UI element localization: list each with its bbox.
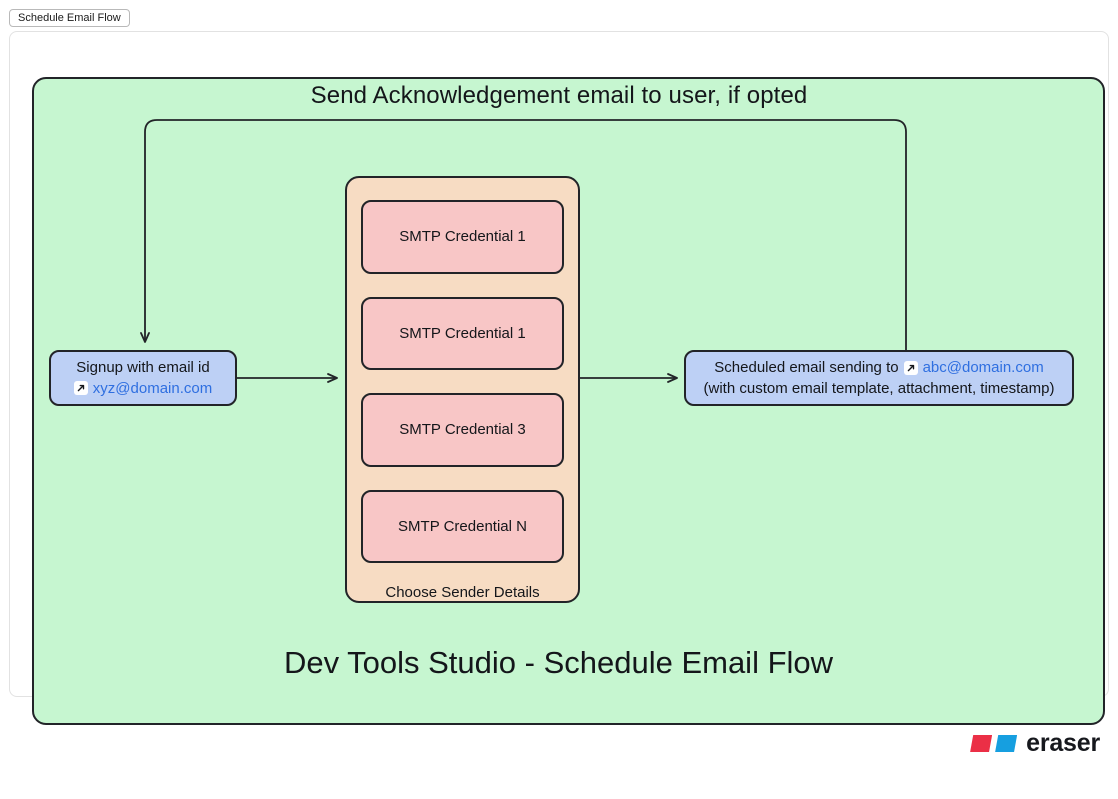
eraser-logo-red-shape bbox=[970, 735, 993, 752]
external-link-icon bbox=[903, 360, 918, 375]
credential-box[interactable]: SMTP Credential N bbox=[361, 489, 564, 563]
scheduled-email-link[interactable]: abc@domain.com bbox=[922, 358, 1044, 376]
diagram-title: Dev Tools Studio - Schedule Email Flow bbox=[283, 645, 834, 680]
credential-box[interactable]: SMTP Credential 1 bbox=[361, 200, 564, 274]
node-scheduled-subtitle: (with custom email template, attachment,… bbox=[703, 379, 1055, 397]
node-signup-with-email[interactable]: Signup with email id xyz@domain.com bbox=[49, 350, 237, 406]
node-scheduled-title: Scheduled email sending to bbox=[714, 358, 899, 376]
eraser-watermark: eraser bbox=[970, 729, 1100, 758]
tab-schedule-email-flow[interactable]: Schedule Email Flow bbox=[9, 9, 130, 27]
node-signup-link-row[interactable]: xyz@domain.com bbox=[73, 379, 213, 399]
node-scheduled-email-sending[interactable]: Scheduled email sending to abc@domain.co… bbox=[684, 350, 1074, 406]
node-signup-title: Signup with email id bbox=[76, 358, 210, 376]
eraser-logo-blue-shape bbox=[995, 735, 1018, 752]
edge-label-acknowledgement: Send Acknowledgement email to user, if o… bbox=[310, 82, 808, 109]
credential-box[interactable]: SMTP Credential 3 bbox=[361, 393, 564, 467]
group-choose-sender-details: SMTP Credential 1 SMTP Credential 1 SMTP… bbox=[345, 176, 580, 603]
node-scheduled-title-row: Scheduled email sending to abc@domain.co… bbox=[714, 358, 1043, 378]
credential-box[interactable]: SMTP Credential 1 bbox=[361, 296, 564, 370]
tab-label: Schedule Email Flow bbox=[18, 11, 121, 24]
external-link-icon bbox=[73, 381, 88, 396]
signup-email-link[interactable]: xyz@domain.com bbox=[92, 379, 213, 397]
eraser-logo-icon bbox=[970, 735, 1018, 752]
eraser-wordmark: eraser bbox=[1026, 729, 1100, 757]
group-label: Choose Sender Details bbox=[385, 584, 540, 601]
